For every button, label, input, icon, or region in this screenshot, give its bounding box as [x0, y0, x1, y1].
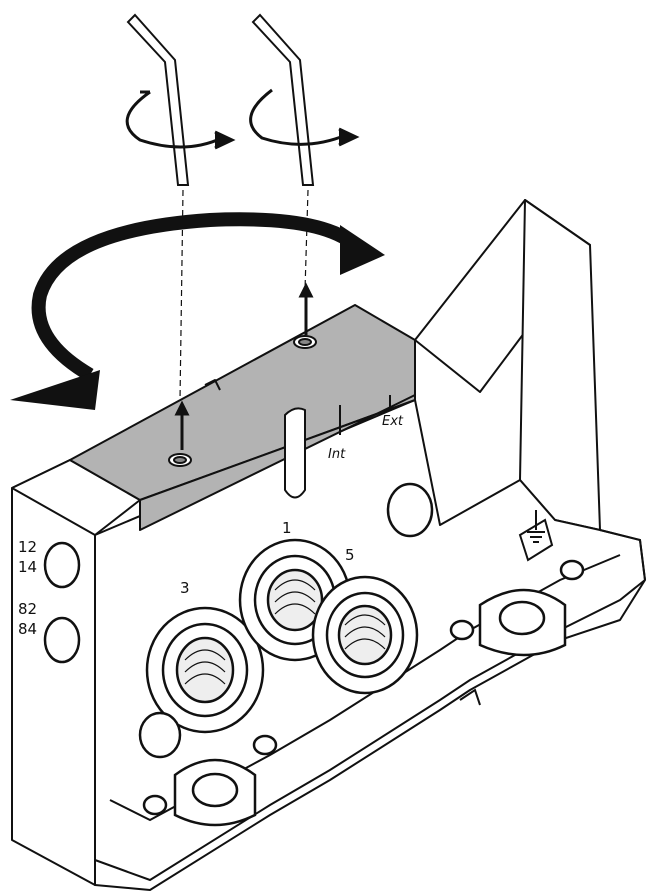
switch-plate — [69, 304, 416, 531]
label-port-12: 12 — [18, 538, 37, 556]
label-port-5: 5 — [345, 546, 355, 564]
label-port-3: 3 — [180, 579, 190, 597]
label-port-14: 14 — [18, 558, 37, 576]
small-rotate-left — [125, 90, 223, 149]
body-side-face — [519, 199, 601, 531]
lower-oval — [138, 711, 182, 759]
plate-slot — [284, 407, 306, 499]
port-5 — [311, 575, 419, 695]
rotate-arrow-icon — [125, 88, 360, 150]
mounting-hole-1 — [252, 734, 278, 756]
ports — [43, 482, 585, 827]
plate-notch — [204, 379, 221, 391]
mounting-hole-2 — [142, 794, 168, 816]
label-port-1: 1 — [282, 519, 292, 537]
port-12-14 — [43, 541, 81, 589]
hex-key-right — [251, 13, 315, 186]
small-rotate-right — [249, 88, 347, 146]
insert-arrows — [174, 282, 314, 450]
pilot-hole — [386, 482, 434, 538]
hex-key-left — [126, 13, 190, 186]
earth-ground-icon — [518, 510, 554, 562]
port-82-84 — [43, 616, 81, 664]
large-rotate-arrow-icon — [10, 212, 385, 410]
mounting-hole-4 — [559, 559, 585, 581]
label-int: Int — [328, 447, 346, 462]
port-3 — [145, 606, 265, 734]
mounting-hole-3 — [449, 619, 475, 641]
plate-front — [139, 394, 416, 531]
label-port-84: 84 — [18, 620, 37, 638]
label-ext: Ext — [382, 414, 404, 429]
hex-key-icon — [126, 13, 315, 186]
label-port-82: 82 — [18, 600, 37, 618]
